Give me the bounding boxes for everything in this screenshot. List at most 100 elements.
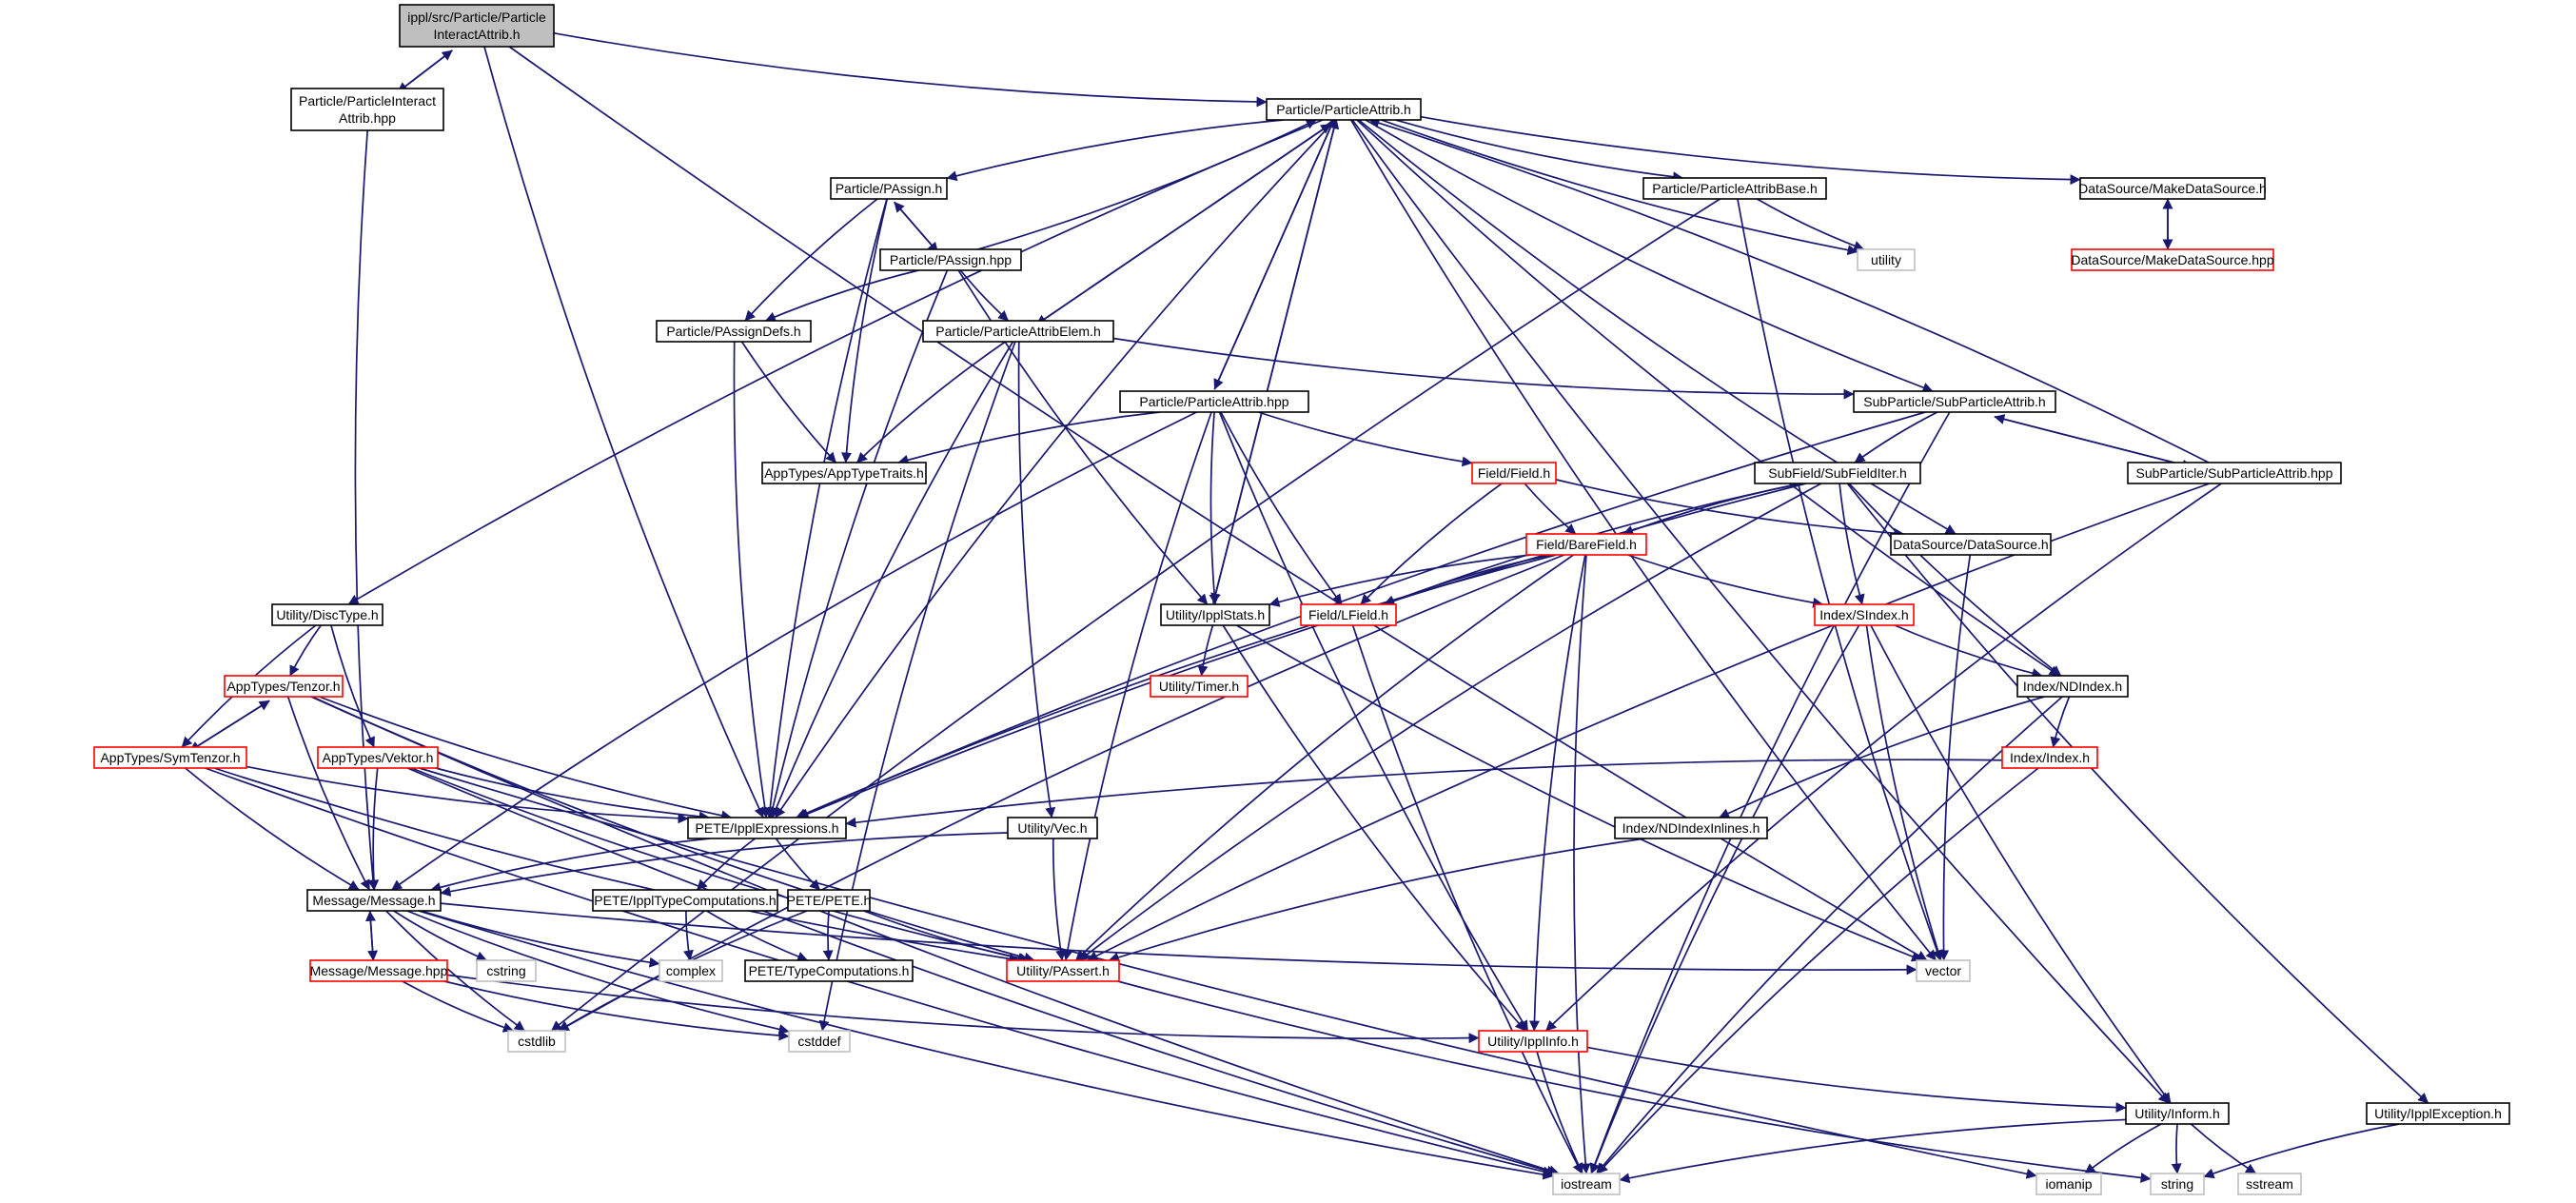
node-tenzor[interactable]: AppTypes/Tenzor.h — [224, 675, 344, 698]
edge-discType-to-tenzor — [288, 624, 322, 677]
node-vector[interactable]: vector — [1916, 959, 1971, 982]
node-attribH[interactable]: Particle/ParticleAttrib.h — [1266, 98, 1422, 121]
edge-subFieldIter-to-ndindex — [1848, 483, 2062, 677]
node-label: DataSource/MakeDataSource.h — [2078, 181, 2267, 196]
edge-fieldH-to-bareField — [1524, 483, 1577, 535]
node-box — [2366, 1102, 2510, 1125]
edge-typeComp-to-typeComputations — [706, 910, 809, 962]
node-sstream[interactable]: sstream — [2237, 1173, 2302, 1195]
node-fieldH[interactable]: Field/Field.h — [1471, 462, 1557, 484]
node-typeComputations[interactable]: PETE/TypeComputations.h — [744, 959, 914, 982]
node-ipplExpr[interactable]: PETE/IpplExpressions.h — [687, 817, 847, 839]
node-vektor[interactable]: AppTypes/Vektor.h — [317, 746, 439, 769]
node-attribHpp[interactable]: Particle/ParticleAttrib.hpp — [1119, 390, 1309, 413]
edge-attribH-to-makeDsH — [1420, 115, 2081, 186]
node-ipplStats[interactable]: Utility/IpplStats.h — [1160, 603, 1270, 626]
node-box — [2016, 675, 2129, 698]
edge-messageH-to-complex — [421, 910, 660, 968]
node-label: Particle/ParticleAttribBase.h — [1652, 181, 1818, 196]
node-sindex[interactable]: Index/SIndex.h — [1814, 603, 1915, 626]
edge-attribH-to-subAttribH — [1365, 119, 1934, 393]
edge-vektor-to-ipplExpr — [435, 767, 710, 822]
node-label: Particle/ParticleAttrib.h — [1276, 102, 1411, 117]
node-attribBase[interactable]: Particle/ParticleAttribBase.h — [1642, 177, 1827, 200]
edge-attribHpp-to-ipplStats — [1209, 411, 1220, 605]
node-label: cstddef — [797, 1034, 840, 1049]
edge-attribElem-to-subAttribH — [1112, 337, 1855, 400]
node-subFieldIter[interactable]: SubField/SubFieldIter.h — [1754, 462, 1921, 484]
node-attribElem[interactable]: Particle/ParticleAttribElem.h — [922, 320, 1114, 343]
edge-passignHpp-to-passignH — [894, 201, 939, 253]
node-box — [1857, 248, 1916, 271]
node-cstddef[interactable]: cstddef — [788, 1030, 851, 1053]
node-label: Utility/Vec.h — [1017, 820, 1087, 836]
node-subAttribH[interactable]: SubParticle/SubParticleAttrib.h — [1853, 390, 2056, 413]
node-label: Particle/PAssign.h — [836, 181, 943, 196]
node-iomanip[interactable]: iomanip — [2035, 1173, 2102, 1195]
node-peteH[interactable]: PETE/PETE.h — [787, 889, 872, 912]
edge-subFieldIter-to-ipplExpr — [797, 483, 1807, 819]
node-box — [1266, 98, 1422, 121]
node-label: PETE/IpplTypeComputations.h — [594, 893, 776, 908]
edge-tenzor-to-ipplExpr — [319, 696, 733, 821]
edge-discType-to-vektor — [330, 624, 375, 748]
edge-attribHpp-to-fieldH — [1257, 411, 1473, 467]
node-label: Index/Index.h — [2010, 750, 2090, 765]
node-box — [224, 675, 344, 698]
node-ndindexInl[interactable]: Index/NDIndexInlines.h — [1614, 817, 1768, 839]
edge-ipplExpr-to-messageH — [430, 838, 711, 893]
node-passert[interactable]: Utility/PAssert.h — [1006, 959, 1120, 982]
edge-messageH-to-cstdlib — [385, 910, 525, 1032]
edge-ipplException-to-string — [2203, 1123, 2400, 1179]
node-ndindex[interactable]: Index/NDIndex.h — [2016, 675, 2129, 698]
node-box — [2127, 462, 2342, 484]
node-makeDsHpp[interactable]: DataSource/MakeDataSource.hpp — [2071, 248, 2274, 271]
edge-symTenzor-to-iostream — [205, 767, 1554, 1177]
node-lfield[interactable]: Field/LField.h — [1300, 603, 1397, 626]
edge-peteH-to-passert — [863, 910, 1029, 964]
node-ipplException[interactable]: Utility/IpplException.h — [2366, 1102, 2510, 1125]
node-subAttribHpp[interactable]: SubParticle/SubParticleAttrib.hpp — [2127, 462, 2342, 484]
node-passignHpp[interactable]: Particle/PAssign.hpp — [879, 248, 1022, 271]
edge-messageHpp-to-cstddef — [443, 980, 790, 1041]
node-box — [744, 959, 914, 982]
node-vecH[interactable]: Utility/Vec.h — [1007, 817, 1098, 839]
node-dataSource[interactable]: DataSource/DataSource.h — [1890, 533, 2052, 556]
node-bareField[interactable]: Field/BareField.h — [1525, 533, 1647, 556]
node-label: Particle/ParticleAttribElem.h — [935, 324, 1101, 339]
node-typeComp[interactable]: PETE/IpplTypeComputations.h — [592, 889, 778, 912]
edge-ipplStats-to-timer — [1197, 624, 1214, 677]
node-utility[interactable]: utility — [1857, 248, 1916, 271]
edge-attribElem-to-appTypeTraits — [855, 341, 1006, 463]
node-label: Field/Field.h — [1478, 465, 1550, 481]
node-appTypeTraits[interactable]: AppTypes/AppTypeTraits.h — [761, 462, 927, 484]
node-passignDefs[interactable]: Particle/PAssignDefs.h — [656, 320, 812, 343]
node-makeDsH[interactable]: DataSource/MakeDataSource.h — [2078, 177, 2267, 200]
node-messageH[interactable]: Message/Message.h — [306, 889, 442, 912]
node-inform[interactable]: Utility/Inform.h — [2125, 1102, 2230, 1125]
node-root[interactable]: ippl/src/Particle/ParticleInteractAttrib… — [399, 4, 555, 48]
node-cstdlib[interactable]: cstdlib — [507, 1030, 566, 1053]
node-discType[interactable]: Utility/DiscType.h — [271, 603, 383, 626]
node-passignH[interactable]: Particle/PAssign.h — [830, 177, 948, 200]
node-iostream[interactable]: iostream — [1552, 1173, 1621, 1195]
edge-peteH-to-typeComputations — [822, 910, 834, 961]
node-indexH[interactable]: Index/Index.h — [2001, 746, 2098, 769]
edge-fieldH-to-lfield — [1360, 483, 1503, 605]
node-box — [2237, 1173, 2302, 1195]
node-timer[interactable]: Utility/Timer.h — [1150, 675, 1249, 698]
node-string[interactable]: string — [2150, 1173, 2205, 1195]
node-symTenzor[interactable]: AppTypes/SymTenzor.h — [93, 746, 247, 769]
edge-subFieldIter-to-ipplException — [1846, 483, 2429, 1104]
node-box — [761, 462, 927, 484]
node-cstring[interactable]: cstring — [476, 959, 537, 982]
node-complex[interactable]: complex — [659, 959, 723, 982]
node-ipplInfo[interactable]: Utility/IpplInfo.h — [1478, 1030, 1588, 1053]
node-box — [290, 88, 444, 131]
node-label: Utility/IpplInfo.h — [1487, 1034, 1579, 1049]
node-label: Index/NDIndexInlines.h — [1622, 820, 1760, 836]
node-box — [788, 1030, 851, 1053]
node-messageHpp[interactable]: Message/Message.hpp — [309, 959, 448, 982]
node-box — [2001, 746, 2098, 769]
